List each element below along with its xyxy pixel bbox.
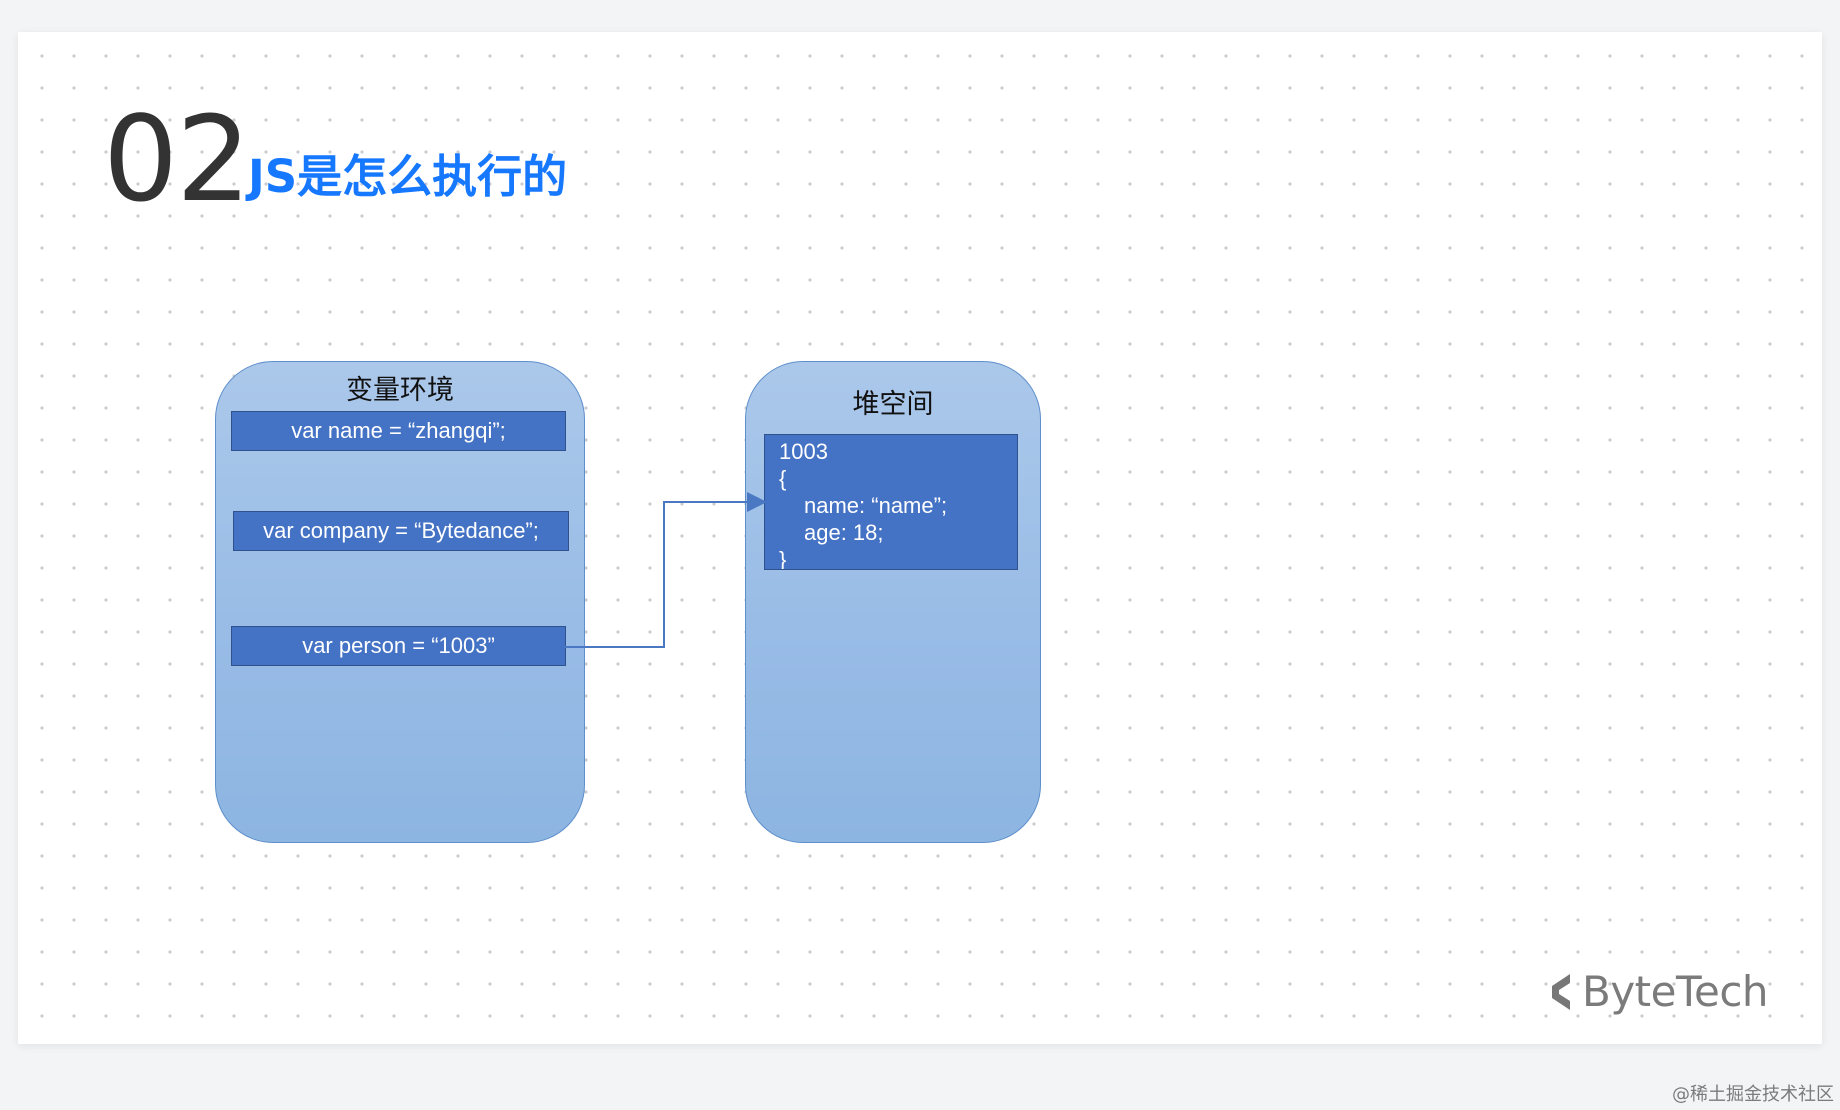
slide-title: JS是怎么执行的 xyxy=(248,150,568,203)
heap-object-box: 1003 { name: “name”; age: 18; } xyxy=(764,434,1018,570)
bytetech-logo-icon xyxy=(1552,974,1570,1010)
heap-age-line: age: 18; xyxy=(804,520,884,545)
heap-space-title: 堆空间 xyxy=(852,389,934,420)
variable-company-box: var company = “Bytedance”; xyxy=(233,511,569,551)
variable-person-box: var person = “1003” xyxy=(231,626,566,666)
footer-credit: @稀土掘金技术社区 xyxy=(1672,1084,1834,1105)
variable-name-box: var name = “zhangqi”; xyxy=(231,411,566,451)
heap-name-line: name: “name”; xyxy=(804,493,948,518)
slide-canvas: 02 JS是怎么执行的 变量环境 var name = “zhangqi”; v… xyxy=(18,32,1822,1044)
heap-close-brace-line: } xyxy=(779,547,787,570)
variable-environment-panel: 变量环境 var name = “zhangqi”; var company =… xyxy=(215,361,585,843)
brand-logo: ByteTech xyxy=(1546,967,1769,1016)
heap-open-brace-line: { xyxy=(779,466,787,491)
slide-number: 02 xyxy=(103,90,251,228)
brand-logo-text: ByteTech xyxy=(1582,967,1769,1016)
heap-address-line: 1003 xyxy=(779,439,828,464)
heap-space-panel: 堆空间 1003 { name: “name”; age: 18; } xyxy=(745,361,1041,843)
variable-environment-title: 变量环境 xyxy=(346,375,454,406)
